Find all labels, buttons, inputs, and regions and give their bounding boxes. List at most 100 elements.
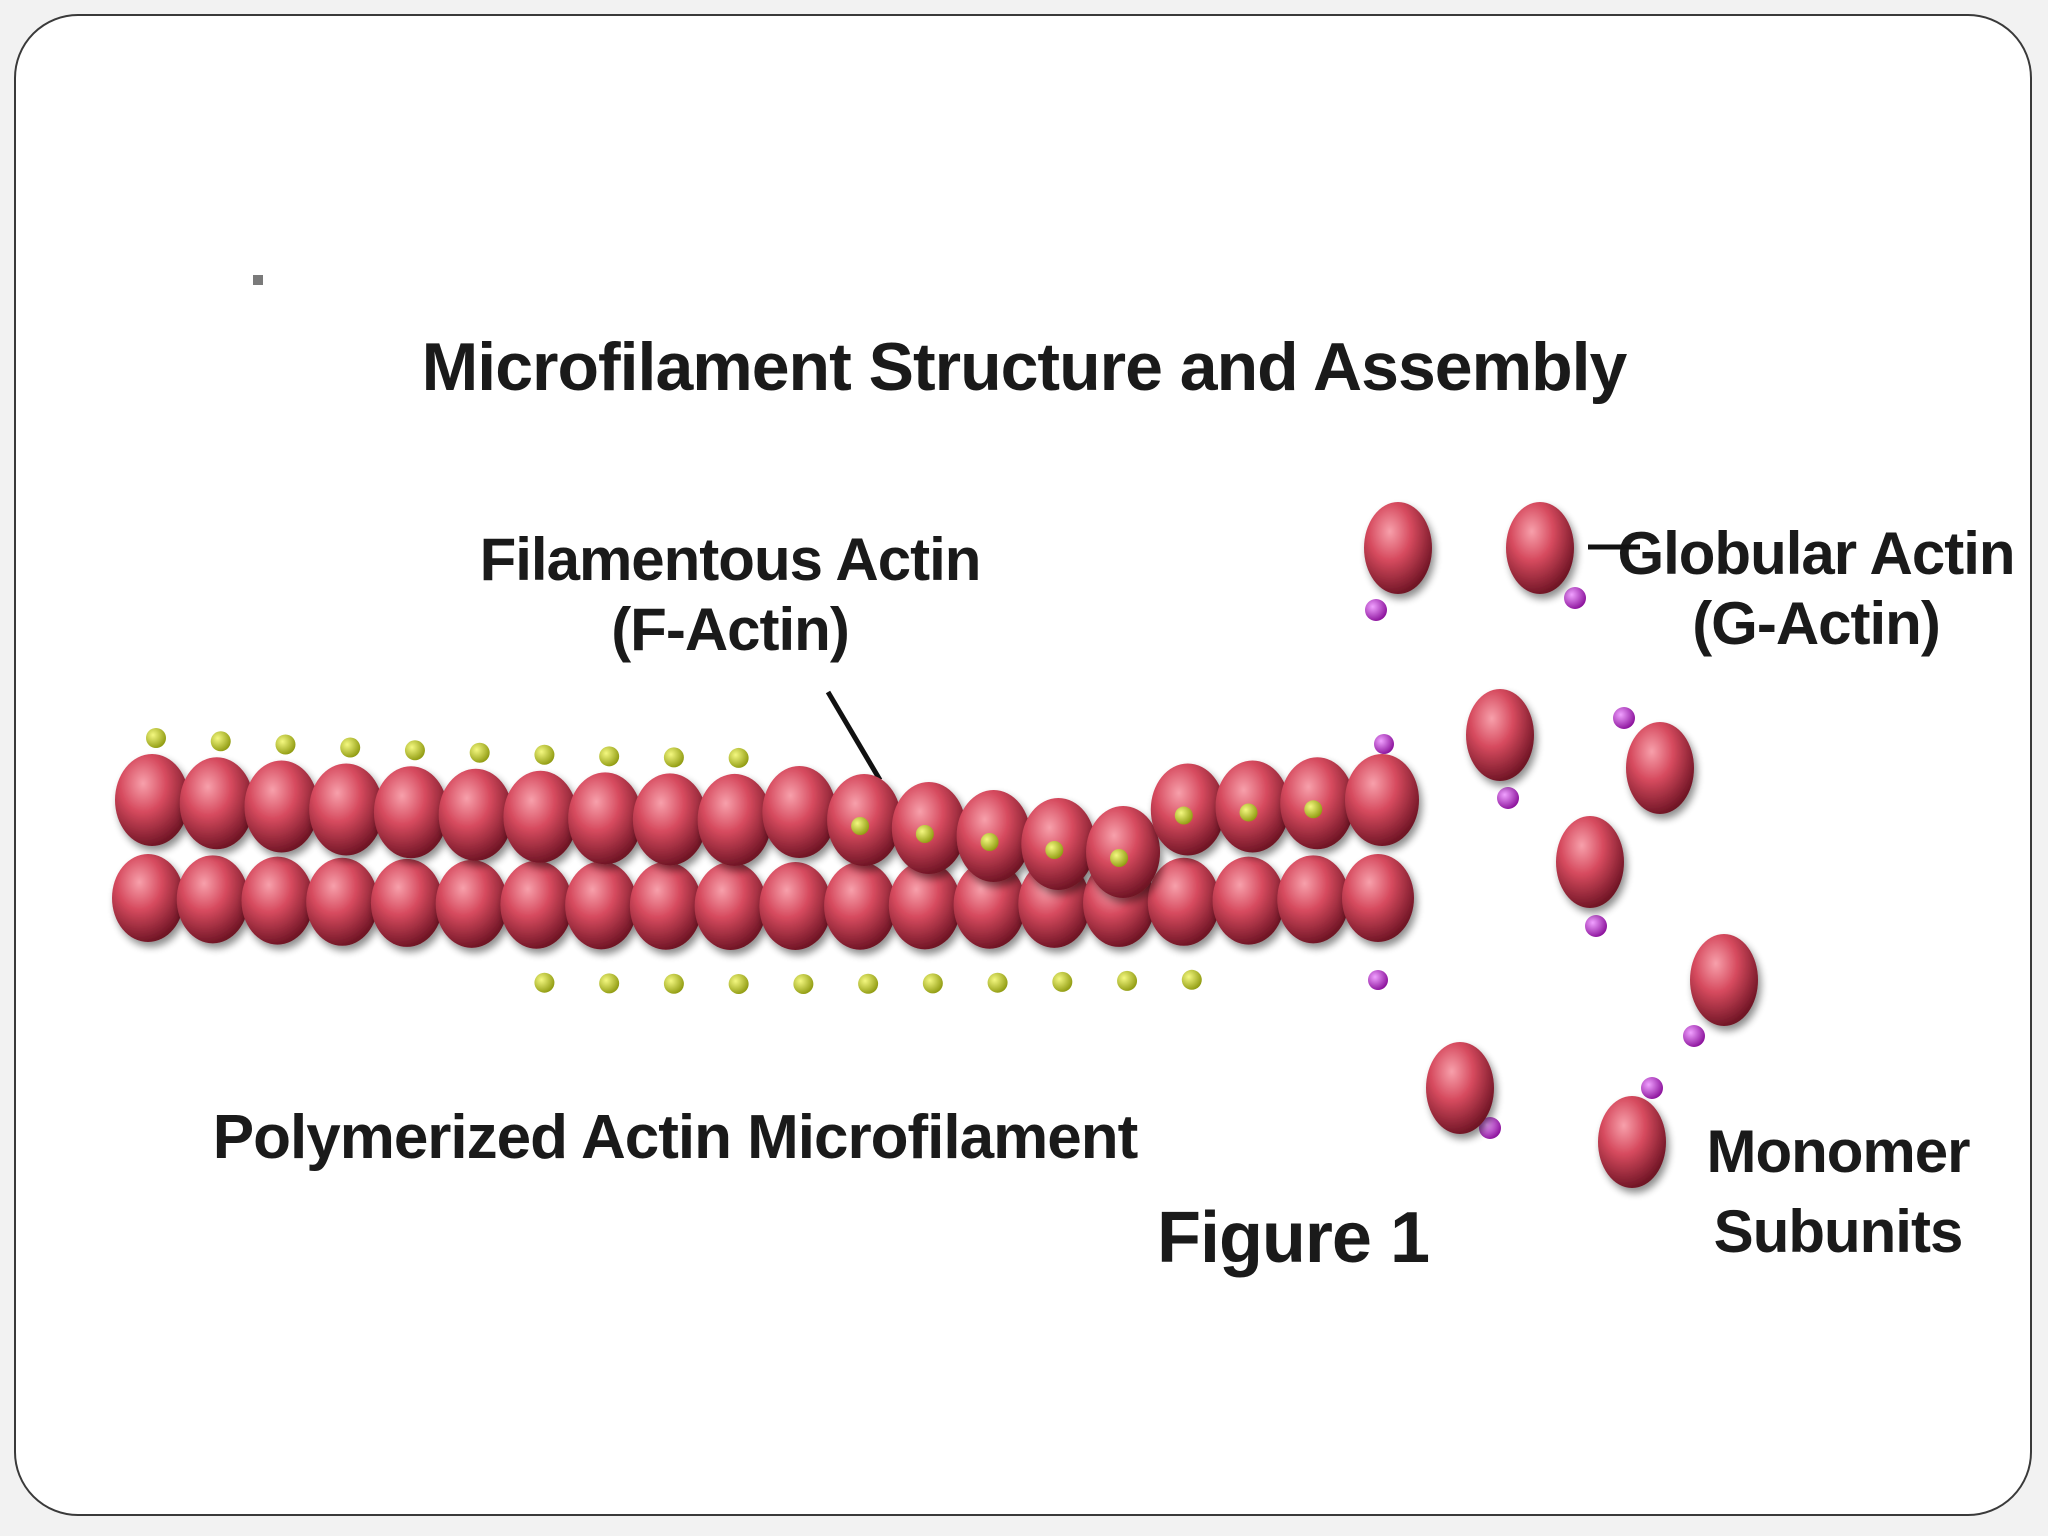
filament-bead-lower [241,856,314,945]
atp-dot [404,740,425,761]
f-actin-label-line2: (F-Actin) [611,596,849,663]
atp-dot [1239,803,1258,822]
atp-dot [1052,971,1073,992]
f-actin-label-line1: Filamentous Actin [480,526,981,593]
g-actin-monomer [1690,934,1758,1026]
adp-dot [1497,787,1519,809]
atp-dot [1174,806,1193,825]
filament-bead-lower [112,854,184,942]
filament-bead-lower-body [565,861,638,950]
atp-dot [663,747,684,768]
filament-bead-lower [888,861,961,950]
filament-bead-lower [176,855,249,944]
filament-bead-lower-body [241,856,314,945]
atp-dot [1117,970,1138,991]
filament-bead-upper-body [1345,754,1419,846]
filament-bead-lower-body [1277,855,1350,944]
filament-bead-upper [697,773,772,866]
atp-dot [922,973,943,994]
filament-bead-lower [500,860,573,949]
filament-bead-lower [1147,857,1220,946]
filament-bead-lower [694,861,767,950]
bullet-marker [253,275,263,285]
filament-bead-upper [115,754,189,846]
filament-bead-upper-body [438,768,513,861]
g-actin-monomer-body [1466,689,1534,781]
filament-bead-upper [244,760,319,853]
atp-dot [987,972,1008,993]
filament-bead-lower [565,861,638,950]
adp-dot [1368,970,1388,990]
atp-dot [915,825,934,843]
filament-bead-upper-body [568,772,643,865]
f-actin-pointer-line [825,690,883,782]
filament-bead-lower [1212,856,1285,945]
filament-bead-upper-body [503,770,578,863]
atp-dot [728,973,749,994]
adp-dot [1564,587,1586,609]
atp-dot [793,973,814,994]
g-actin-monomer [1466,689,1534,781]
filament-bead-upper-body [373,766,448,859]
atp-dot [980,833,999,851]
atp-dot [469,742,490,763]
atp-dot [1045,841,1064,859]
g-actin-monomer-body [1598,1096,1666,1188]
filament-bead-upper [632,773,707,866]
filament-bead-lower-body [435,859,508,948]
atp-dot [340,737,361,758]
filament-bead-upper [1345,754,1419,846]
atp-dot [1110,849,1129,867]
g-actin-monomer-body [1626,722,1694,814]
g-actin-label-line2: (G-Actin) [1692,590,1940,657]
g-actin-monomer [1426,1042,1494,1134]
adp-dot [1479,1117,1501,1139]
g-actin-monomer [1364,502,1432,594]
filament-bead-upper-body [632,773,707,866]
filament-bead-lower [759,861,832,950]
adp-dot [1641,1077,1663,1099]
filament-bead-upper-body [179,757,254,850]
figure-title: Microfilament Structure and Assembly [422,329,1628,405]
filament-bead-lower [1277,855,1350,944]
filament-bead-upper-body [697,773,772,866]
polymer-label: Polymerized Actin Microfilament [213,1103,1138,1172]
filament-bead-lower-body [694,861,767,950]
filament-bead-upper [438,768,513,861]
filament-bead-upper [179,757,254,850]
filament-bead-upper [373,766,448,859]
filament-bead-lower [370,858,443,947]
adp-dot [1683,1025,1705,1047]
atp-dot [851,817,870,835]
filament-bead-lower [629,861,702,950]
g-actin-monomer-body [1364,502,1432,594]
g-actin-monomer-body [1506,502,1574,594]
g-actin-monomer [1598,1096,1666,1188]
filament-bead-lower [435,859,508,948]
filament-bead-lower-body [1212,856,1285,945]
atp-dot [1304,800,1323,819]
filament-bead-upper [503,770,578,863]
atp-dot [663,973,684,994]
g-actin-monomer-body [1690,934,1758,1026]
filament-bead-lower-body [824,861,897,950]
atp-dot [599,746,620,767]
filament-bead-upper [762,766,837,858]
filament-bead-lower-body [112,854,184,942]
filament-bead-lower-body [1342,854,1414,942]
filament-bead-upper-body [762,766,837,858]
filament-bead-lower-body [953,860,1026,949]
atp-dot [1181,969,1202,990]
atp-dot [275,734,296,755]
atp-dot [534,744,555,765]
atp-dot [858,973,879,994]
filament-bead-upper-body [244,760,319,853]
actin-filament [112,728,1419,994]
filament-bead-upper-body [309,763,384,856]
g-actin-monomer [1556,816,1624,908]
filament-bead-lower-body [370,858,443,947]
g-actin-monomer-body [1556,816,1624,908]
filament-bead-upper-body [115,754,189,846]
filament-bead-lower-body [888,861,961,950]
